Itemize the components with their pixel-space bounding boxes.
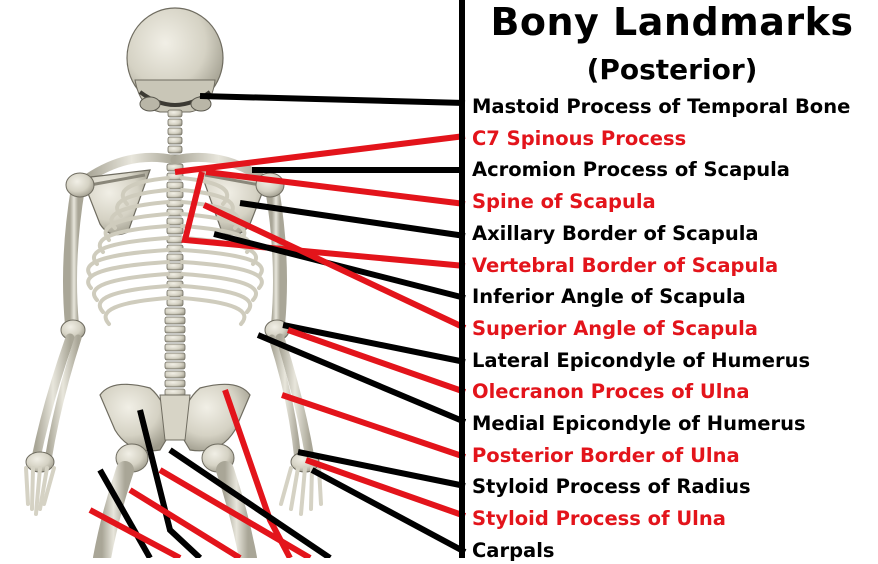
rib (97, 284, 170, 314)
vertebra (166, 298, 184, 307)
rib (180, 284, 253, 314)
leader-line (305, 457, 466, 519)
leader-line (168, 447, 332, 558)
landmark-label: Vertebral Border of Scapula (472, 253, 779, 277)
landmark-label: Axillary Border of Scapula (472, 221, 759, 245)
vertebra (167, 145, 183, 154)
rib (103, 296, 170, 326)
vertebra (164, 334, 186, 343)
finger-bone (38, 466, 49, 511)
landmark-label: Olecranon Proces of Ulna (472, 380, 750, 404)
rib (180, 248, 264, 278)
leader-line (281, 392, 466, 460)
leader-line (287, 327, 466, 395)
finger-bone (309, 466, 314, 511)
rib (92, 236, 170, 266)
subtitle: (Posterior) (586, 53, 758, 86)
vertebra (166, 181, 184, 190)
rib (180, 272, 258, 302)
rib (86, 248, 170, 278)
vertebra (164, 379, 186, 388)
landmark-label: Medial Epicondyle of Humerus (472, 412, 806, 435)
landmark-label: Superior Angle of Scapula (472, 316, 758, 340)
rib (180, 260, 264, 290)
leader-line (97, 468, 153, 558)
leader-line (128, 487, 242, 558)
landmark-label: Carpals (472, 538, 555, 562)
rib (86, 260, 170, 290)
vertebra (166, 262, 184, 271)
vertebra (166, 289, 184, 298)
vertebra (167, 136, 183, 145)
vertebra (167, 109, 183, 118)
landmark-label: Mastoid Process of Temporal Bone (472, 95, 851, 118)
leader-line (282, 322, 466, 365)
finger-bone (299, 466, 307, 516)
leader-line (202, 202, 467, 331)
rib (92, 272, 170, 302)
vertebra (167, 118, 183, 127)
leader-line (256, 332, 467, 425)
leader-line (88, 507, 182, 558)
skull (126, 7, 224, 113)
rib (180, 296, 247, 326)
landmark-label: Styloid Process of Ulna (472, 507, 726, 531)
finger-bone (24, 466, 30, 506)
leader-line (205, 169, 466, 207)
leader-line (199, 93, 466, 106)
vertebra (164, 370, 186, 379)
leader-line (158, 467, 312, 558)
vertebra (164, 361, 186, 370)
landmark-label: C7 Spinous Process (472, 126, 687, 150)
leader-lines (88, 93, 467, 558)
leader-line (239, 200, 466, 239)
finger-bone (289, 466, 300, 511)
vertebra (167, 127, 183, 136)
landmark-label: Lateral Epicondyle of Humerus (472, 348, 811, 372)
finger-bone (34, 466, 42, 516)
hands (24, 451, 323, 516)
vertebra (164, 352, 186, 361)
vertebra (166, 253, 184, 262)
divider-line (459, 0, 465, 558)
leader-line (181, 171, 466, 269)
landmark-label: Styloid Process of Radius (472, 475, 751, 499)
vertebra (166, 190, 184, 199)
landmark-label: Posterior Border of Ulna (472, 443, 740, 467)
right-arm (255, 172, 315, 464)
landmark-label: Spine of Scapula (472, 190, 656, 214)
finger-bone (30, 466, 35, 511)
leader-line (310, 467, 467, 555)
finger-bone (279, 466, 293, 506)
vertebral-column (164, 109, 186, 397)
vertebra (164, 307, 186, 316)
leader-line (297, 449, 466, 489)
title: Bony Landmarks (490, 0, 854, 44)
finger-bone (42, 466, 56, 506)
vertebra (164, 325, 186, 334)
leader-line (174, 133, 466, 175)
vertebra (164, 343, 186, 352)
vertebra (166, 217, 184, 226)
landmark-label: Acromion Process of Scapula (472, 158, 790, 182)
vertebra (164, 316, 186, 325)
left-arm (31, 172, 95, 464)
vertebra (166, 226, 184, 235)
landmark-label: Inferior Angle of Scapula (472, 285, 746, 309)
leader-line (137, 409, 203, 558)
